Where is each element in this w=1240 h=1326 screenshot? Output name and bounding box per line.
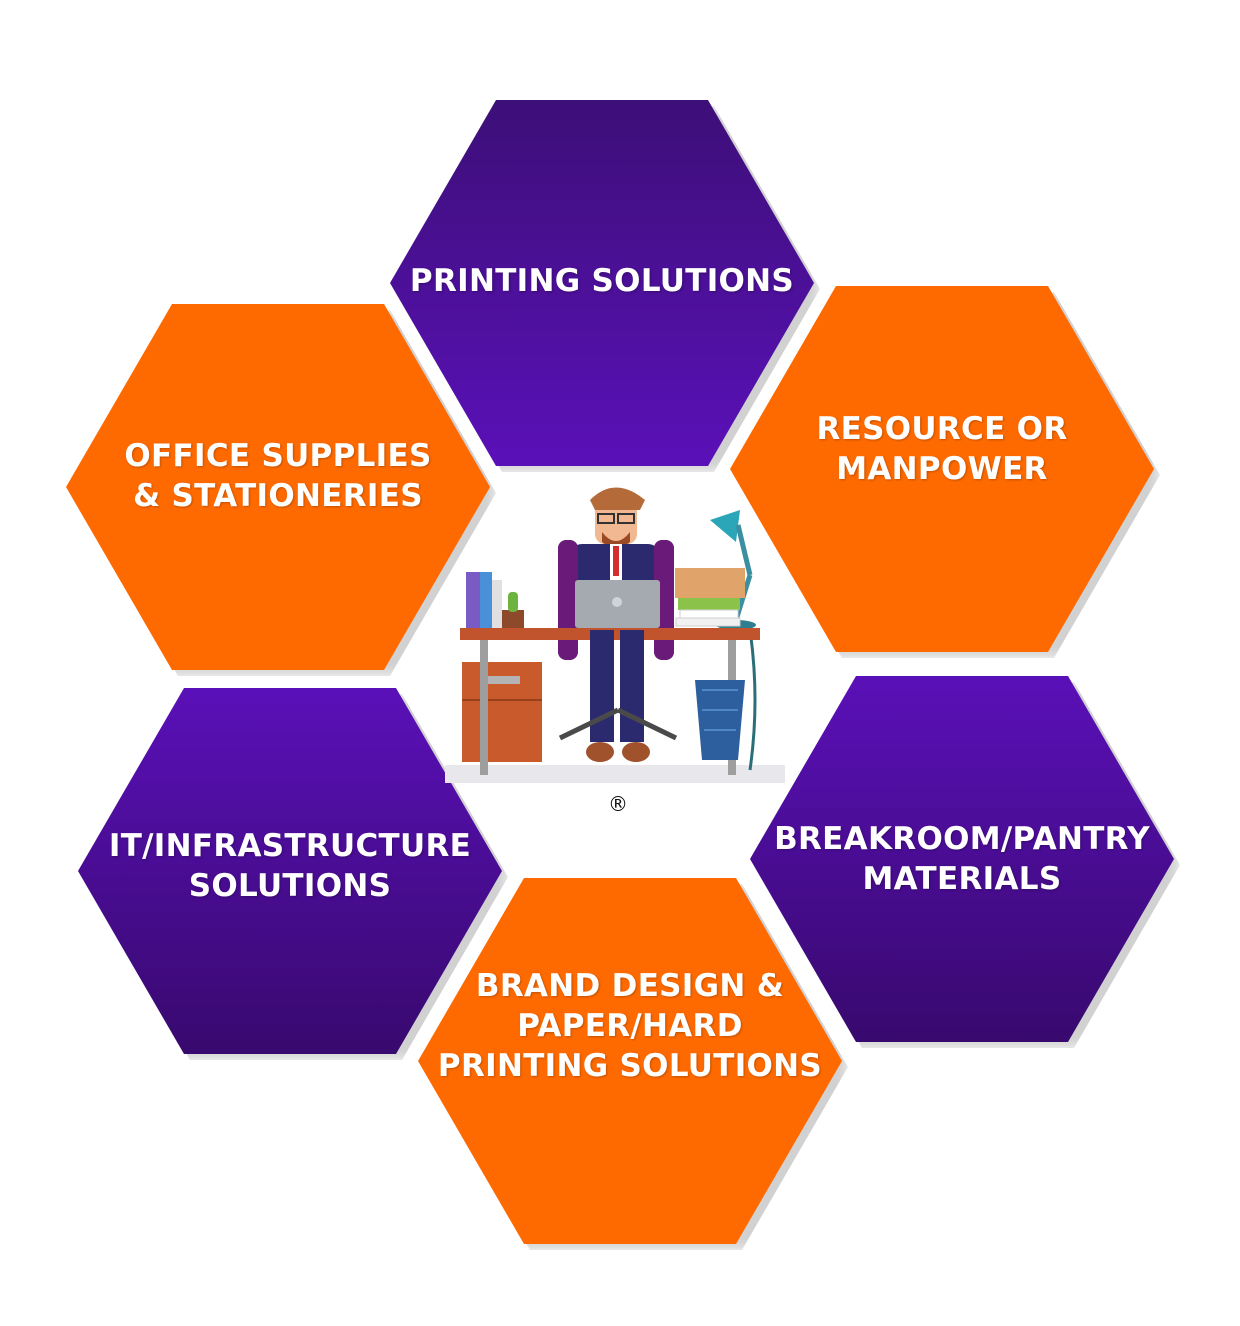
hex-office-supplies: OFFICE SUPPLIES & STATIONERIES	[66, 304, 490, 670]
hex-label: PRINTING SOLUTIONS	[409, 263, 795, 299]
hex-label: BRAND DESIGN & PAPER/HARD PRINTING SOLUT…	[437, 968, 823, 1084]
office-worker-at-desk-icon	[445, 487, 785, 783]
registered-mark: ®	[608, 792, 628, 816]
hex-brand-design: BRAND DESIGN & PAPER/HARD PRINTING SOLUT…	[418, 878, 842, 1244]
hex-label: RESOURCE OR MANPOWER	[816, 411, 1068, 487]
hex-label: BREAKROOM/PANTRY MATERIALS	[774, 821, 1150, 897]
hex-breakroom-pantry: BREAKROOM/PANTRY MATERIALS	[750, 676, 1174, 1042]
hex-resource-manpower: RESOURCE OR MANPOWER	[730, 286, 1154, 652]
hex-printing-solutions: PRINTING SOLUTIONS	[390, 100, 814, 466]
hex-label: IT/INFRASTRUCTURE SOLUTIONS	[108, 828, 472, 904]
hex-it-infrastructure: IT/INFRASTRUCTURE SOLUTIONS	[78, 688, 502, 1054]
hex-label: OFFICE SUPPLIES & STATIONERIES	[124, 438, 432, 514]
